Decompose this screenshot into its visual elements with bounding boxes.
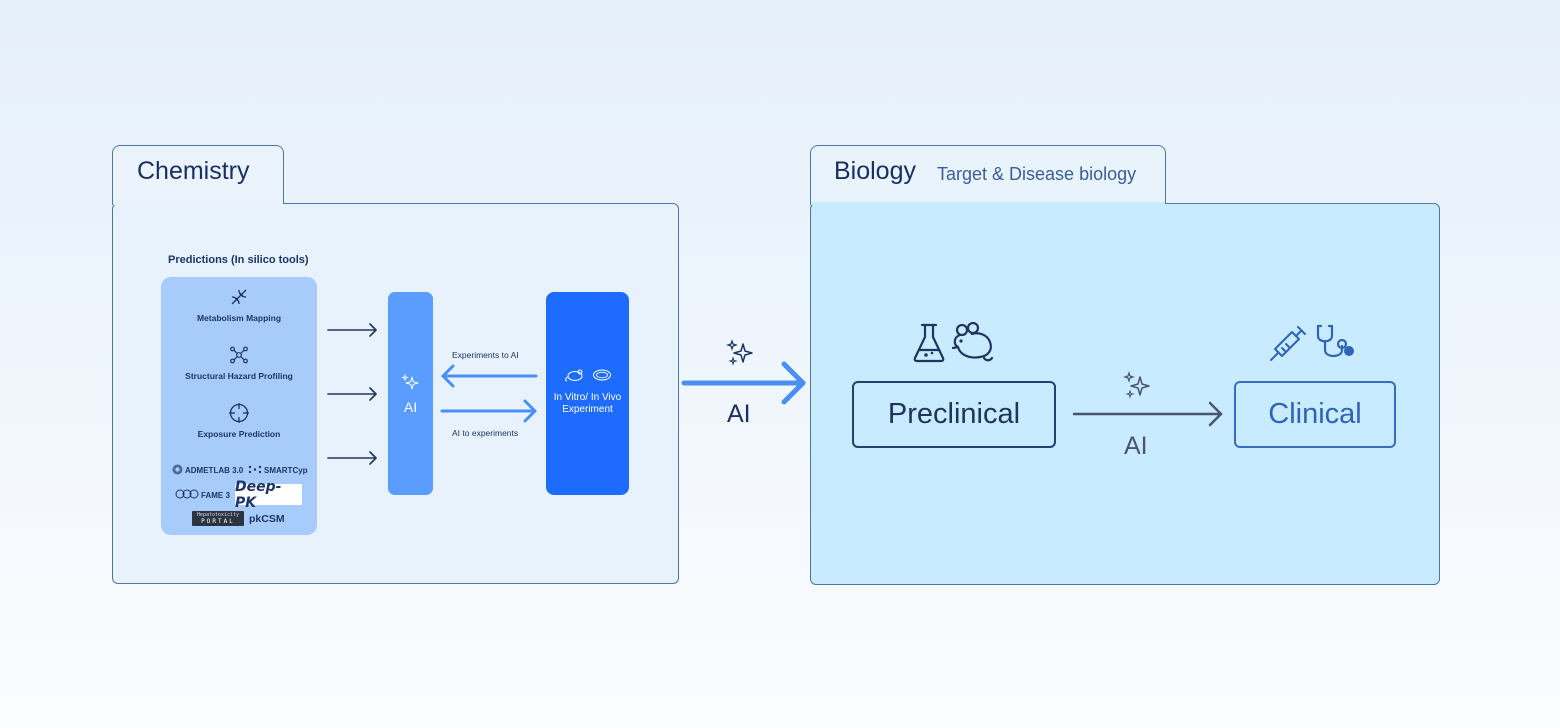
molecule-icon xyxy=(230,346,248,364)
experiment-ai-arrows xyxy=(440,364,538,423)
tool-label-metabolism: Metabolism Mapping xyxy=(196,313,282,323)
ai-bar: AI xyxy=(388,292,433,495)
smartcyp-logo-text: SMARTCyp xyxy=(264,466,308,475)
biology-tab-seam xyxy=(811,202,1165,205)
center-arrow xyxy=(681,361,806,405)
stethoscope-icon xyxy=(1316,324,1354,358)
experiment-bar: In Vitro/ In Vivo Experiment xyxy=(546,292,629,495)
clinical-box: Clinical xyxy=(1234,381,1396,448)
pkcsm-logo-text: pkCSM xyxy=(249,513,285,525)
biology-title: Biology xyxy=(834,157,916,185)
experiment-label: In Vitro/ In Vivo Experiment xyxy=(546,392,629,416)
biology-tab xyxy=(810,145,1166,205)
biology-subtitle: Target & Disease biology xyxy=(937,164,1137,184)
bio-ai-label: AI xyxy=(1124,432,1148,460)
prediction-tools-panel: Metabolism Mapping Structural Hazard Pro… xyxy=(161,277,317,535)
tools-to-ai-arrows xyxy=(327,323,377,465)
admetlab-logo-icon xyxy=(172,464,183,475)
ai-to-experiments-label: AI to experiments xyxy=(452,428,519,438)
experiments-to-ai-label: Experiments to AI xyxy=(452,350,519,360)
center-ai-label: AI xyxy=(727,400,751,428)
syringe-icon xyxy=(1270,326,1306,361)
fame-logo-text: FAME 3 xyxy=(201,491,230,500)
lab-mouse-icon xyxy=(951,322,994,362)
center-sparkle-icon xyxy=(726,339,753,366)
portal-logo: Hepatotoxicity PORTAL xyxy=(192,511,244,526)
tool-label-exposure: Exposure Prediction xyxy=(197,429,281,439)
chemistry-tab xyxy=(112,145,284,205)
dna-icon xyxy=(231,289,247,305)
portal-logo-top: Hepatotoxicity xyxy=(196,512,240,518)
tool-label-structural: Structural Hazard Profiling xyxy=(185,371,293,381)
smartcyp-logo-icon xyxy=(248,465,262,474)
experiment-label-line1: In Vitro/ In Vivo xyxy=(553,392,622,403)
biology-panel xyxy=(810,203,1440,585)
crosshair-icon xyxy=(229,403,249,423)
predictions-heading: Predictions (In silico tools) xyxy=(168,254,309,266)
deeppk-logo-text: Deep-PK xyxy=(235,478,282,511)
admetlab-logo-text: ADMETLAB 3.0 xyxy=(185,466,244,475)
ai-bar-label: AI xyxy=(403,399,418,415)
bio-sparkle-icon xyxy=(1123,371,1150,399)
preclinical-to-clinical-arrow xyxy=(1072,401,1223,427)
deeppk-logo: Deep-PK xyxy=(235,479,302,511)
experiment-label-line2: Experiment xyxy=(562,404,613,415)
petri-dish-icon xyxy=(593,369,611,381)
flask-icon xyxy=(913,323,945,363)
sparkle-icon xyxy=(401,374,419,390)
preclinical-box: Preclinical xyxy=(852,381,1056,448)
chemistry-title: Chemistry xyxy=(137,157,250,185)
fame-logo-icon xyxy=(175,489,199,499)
chemistry-tab-seam xyxy=(113,202,283,205)
portal-logo-bottom: PORTAL xyxy=(201,518,235,525)
mouse-icon xyxy=(565,369,583,382)
